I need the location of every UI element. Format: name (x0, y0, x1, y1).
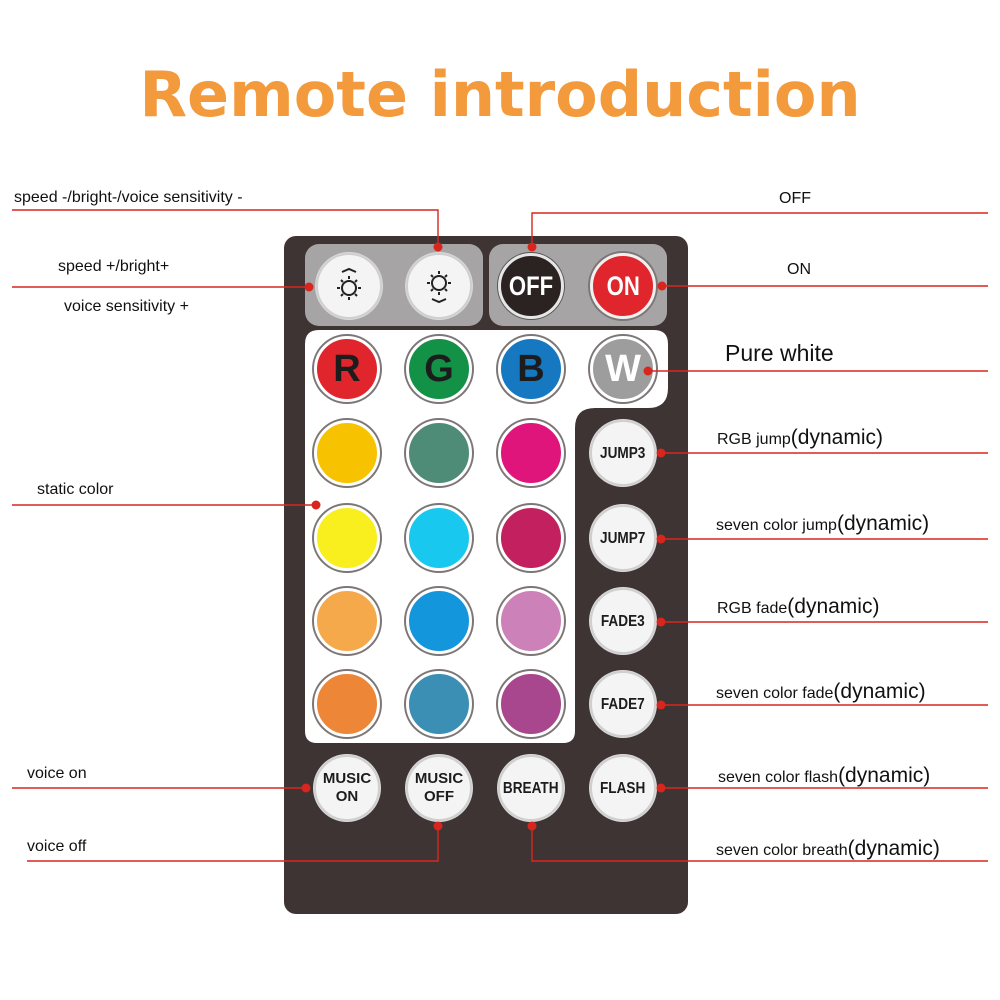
label-seven-flash: seven color flash(dynamic) (718, 764, 930, 788)
fade7-button[interactable]: FADE7 (590, 671, 656, 737)
fade3-button[interactable]: FADE3 (590, 588, 656, 654)
red-button[interactable]: R (314, 336, 380, 402)
brightness-down-button[interactable] (316, 253, 382, 319)
label-seven-breath: seven color breath(dynamic) (716, 837, 940, 861)
label-off: OFF (779, 190, 811, 207)
static-color-button-1-1[interactable] (314, 420, 380, 486)
off-button-label: OFF (508, 270, 554, 301)
green-button[interactable]: G (406, 336, 472, 402)
flash-button-label: FLASH (600, 779, 646, 797)
fade3-button-label: FADE3 (601, 612, 645, 630)
on-button-label: ON (606, 270, 640, 301)
label-on: ON (787, 261, 811, 278)
label-seven-flash-text: seven color flash (718, 769, 839, 786)
static-color-button-4-1[interactable] (314, 671, 380, 737)
music-on-button[interactable]: MUSIC ON (314, 755, 380, 821)
brightness-up-button[interactable] (406, 253, 472, 319)
label-rgb-fade-dynamic: (dynamic) (787, 595, 880, 618)
label-seven-flash-dynamic: (dynamic) (838, 764, 931, 787)
label-speed-plus-line1: speed +/bright+ (58, 258, 170, 275)
label-rgb-jump-dynamic: (dynamic) (790, 426, 883, 449)
static-color-button-4-3[interactable] (498, 671, 564, 737)
sun-up-icon (427, 271, 451, 304)
music-off-button-label: MUSIC OFF (415, 770, 463, 806)
sun-down-icon (337, 267, 361, 300)
music-off-line2: OFF (424, 788, 454, 805)
static-color-button-1-2[interactable] (406, 420, 472, 486)
breath-button-label: BREATH (503, 779, 559, 797)
red-button-label: R (333, 347, 361, 390)
static-color-button-2-3[interactable] (498, 505, 564, 571)
label-seven-breath-dynamic: (dynamic) (847, 837, 940, 860)
label-rgb-fade: RGB fade(dynamic) (717, 595, 879, 619)
jump7-button[interactable]: JUMP7 (590, 505, 656, 571)
static-color-button-2-2[interactable] (406, 505, 472, 571)
flash-button[interactable]: FLASH (590, 755, 656, 821)
label-seven-jump-dynamic: (dynamic) (836, 512, 930, 535)
blue-button-label: B (517, 347, 545, 390)
jump3-button[interactable]: JUMP3 (590, 420, 656, 486)
label-speed-minus: speed -/bright-/voice sensitivity - (14, 189, 243, 206)
label-seven-jump-text: seven color jump (716, 517, 837, 534)
jump7-button-label: JUMP7 (600, 529, 646, 547)
white-button-label: W (605, 347, 641, 390)
label-seven-fade-dynamic: (dynamic) (833, 680, 926, 703)
static-color-button-3-3[interactable] (498, 588, 564, 654)
white-button[interactable]: W (590, 336, 656, 402)
label-seven-fade: seven color fade(dynamic) (716, 680, 926, 704)
label-rgb-jump-text: RGB jump (717, 431, 791, 448)
static-color-button-1-3[interactable] (498, 420, 564, 486)
green-button-label: G (424, 347, 454, 390)
jump3-button-label: JUMP3 (600, 444, 646, 462)
music-on-line1: MUSIC (322, 770, 372, 787)
label-speed-plus-line2: voice sensitivity + (64, 298, 189, 315)
label-pure-white: Pure white (725, 340, 834, 366)
static-color-button-3-1[interactable] (314, 588, 380, 654)
label-seven-fade-text: seven color fade (716, 685, 834, 702)
static-color-button-3-2[interactable] (406, 588, 472, 654)
label-voice-off: voice off (27, 838, 87, 855)
static-color-button-2-1[interactable] (314, 505, 380, 571)
fade7-button-label: FADE7 (601, 695, 645, 713)
music-off-line1: MUSIC (414, 770, 464, 787)
label-static-color: static color (37, 481, 114, 498)
label-rgb-fade-text: RGB fade (717, 600, 788, 617)
breath-button[interactable]: BREATH (498, 755, 564, 821)
music-on-line2: ON (335, 788, 359, 805)
label-seven-jump: seven color jump(dynamic) (716, 512, 929, 536)
label-seven-breath-text: seven color breath (716, 842, 848, 859)
on-button[interactable]: ON (590, 253, 656, 319)
label-voice-on: voice on (27, 765, 87, 782)
off-button[interactable]: OFF (498, 253, 564, 319)
blue-button[interactable]: B (498, 336, 564, 402)
page-title: Remote introduction (139, 58, 861, 131)
static-color-button-4-2[interactable] (406, 671, 472, 737)
label-rgb-jump: RGB jump(dynamic) (717, 426, 883, 450)
static-color-panel (305, 330, 668, 743)
music-off-button[interactable]: MUSIC OFF (406, 755, 472, 821)
music-on-button-label: MUSIC ON (323, 770, 371, 806)
